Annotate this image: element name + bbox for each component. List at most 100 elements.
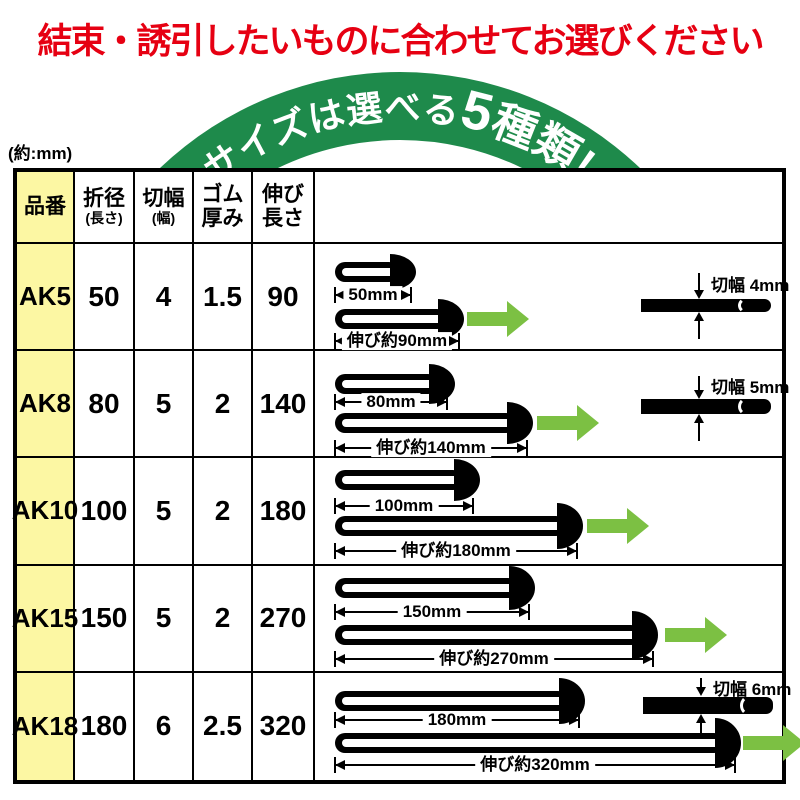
part-number-cell: AK18: [12, 672, 78, 780]
diagram-cell: 180mm 伸び約320mm 切幅 6mm: [315, 673, 800, 780]
dimension-tick: [334, 543, 336, 560]
dimension-label: 伸び約270mm: [434, 649, 554, 668]
dimension-tick: [334, 650, 336, 667]
dimension-label: 伸び約180mm: [396, 542, 516, 561]
fold-diameter-cell: 180: [75, 672, 135, 780]
stretch-arrow-icon: [743, 724, 800, 761]
band-knob: [507, 402, 533, 445]
part-number-cell: AK10: [12, 458, 78, 566]
fold-diameter-cell: 50: [75, 244, 135, 352]
col-header-part-number: 品番: [17, 172, 75, 244]
dimension-label: 50mm: [343, 286, 403, 304]
dimension-tick: [528, 603, 530, 620]
thickness-cell: 2.5: [194, 672, 253, 780]
fold-diameter-cell: 80: [75, 351, 135, 459]
dimension-tick: [576, 543, 578, 560]
thickness-cell: 2: [194, 565, 253, 673]
cut-width-cell: 5: [135, 565, 194, 673]
dimension-tick: [526, 440, 528, 457]
arc-shape: [160, 72, 640, 168]
band-loop: [335, 374, 438, 395]
band-knob: [632, 610, 658, 659]
dimension-arrow: 伸び約180mm: [334, 542, 578, 561]
col-header-label: 切幅: [142, 187, 185, 211]
col-header-label: ゴム: [201, 183, 244, 207]
rubber-band-stretched: [335, 610, 658, 659]
arrow-down-icon: [694, 273, 704, 299]
dimension-arrow: 180mm: [334, 711, 580, 729]
dimension-tick: [334, 440, 336, 457]
cut-width-cell: 5: [135, 351, 194, 459]
col-header-rubber-thickness: ゴム 厚み: [194, 172, 253, 244]
stretch-arrow-icon: [467, 301, 529, 337]
dimension-label: 180mm: [422, 711, 492, 729]
cut-width-label: 切幅 6mm: [713, 679, 792, 699]
dimension-tick: [334, 498, 336, 515]
stretch-arrow-icon: [537, 405, 599, 442]
stretch-arrow-icon: [587, 508, 649, 545]
rubber-band-folded: [335, 565, 535, 610]
size-table: 品番 折径 (長さ) 切幅 (幅) ゴム 厚み 伸び 長さ AK5 50 4 1…: [12, 168, 800, 784]
dimension-label: 150mm: [397, 602, 467, 621]
cut-width-widget: 切幅 5mm: [641, 351, 789, 456]
dimension-label: 伸び約140mm: [371, 439, 491, 458]
stretch-length-cell: 140: [253, 351, 315, 459]
dimension-arrow: 伸び約90mm: [334, 332, 460, 350]
part-number-cell: AK5: [17, 244, 75, 352]
cut-width-cell: 5: [135, 458, 194, 566]
col-header-sublabel: (幅): [151, 209, 176, 226]
band-loop: [335, 309, 447, 329]
cut-width-bar: [643, 694, 773, 716]
cut-width-cell: 6: [135, 672, 194, 780]
col-header-stretch-length: 伸び 長さ: [253, 172, 315, 244]
dimension-tick: [472, 498, 474, 515]
diagram-cell: 150mm 伸び約270mm: [315, 565, 782, 673]
band-loop: [335, 577, 518, 598]
stretch-length-cell: 180: [253, 458, 315, 566]
cut-width-label: 切幅 4mm: [711, 276, 790, 295]
band-loop: [335, 470, 463, 491]
dimension-tick: [652, 650, 654, 667]
dimension-label: 80mm: [361, 393, 421, 412]
fold-diameter-cell: 150: [75, 565, 135, 673]
stretch-arrow-icon: [665, 616, 727, 653]
fold-diameter-cell: 100: [75, 458, 135, 566]
col-header-diagram: [315, 172, 782, 244]
diagram-cell: 100mm 伸び約180mm: [315, 458, 782, 566]
dimension-tick: [734, 756, 736, 773]
dimension-tick: [458, 333, 460, 349]
cut-width-bar: [641, 297, 771, 314]
rubber-band-stretched: [335, 402, 533, 445]
rubber-band-folded: [335, 459, 480, 502]
cut-width-bar: [641, 397, 771, 417]
dimension-label: 伸び約90mm: [341, 332, 453, 350]
stretch-length-cell: 90: [253, 244, 315, 352]
band-loop: [335, 732, 724, 753]
arrow-down-icon: [694, 376, 704, 400]
stretch-length-cell: 320: [253, 672, 315, 780]
col-header-label2: 厚み: [201, 207, 244, 230]
stretch-length-cell: 270: [253, 565, 315, 673]
cut-width-widget: 切幅 4mm: [641, 244, 789, 349]
diagram-cell: 50mm 伸び約90mm 切幅 4mm: [315, 244, 789, 352]
dimension-tick: [334, 287, 336, 303]
band-loop: [335, 262, 399, 282]
rubber-band-folded: [335, 364, 455, 405]
dimension-tick: [334, 711, 336, 728]
rubber-band-stretched: [335, 503, 583, 550]
thickness-cell: 2: [194, 351, 253, 459]
dimension-tick: [578, 711, 580, 728]
part-number-cell: AK8: [17, 351, 75, 459]
rubber-band-folded: [335, 254, 416, 290]
dimension-arrow: 100mm: [334, 497, 474, 516]
band-loop: [335, 624, 641, 645]
thickness-cell: 2: [194, 458, 253, 566]
arrow-up-icon: [694, 414, 704, 442]
dimension-tick: [334, 333, 336, 349]
arrow-down-icon: [696, 677, 706, 696]
dimension-arrow: 150mm: [334, 602, 530, 621]
dimension-arrow: 50mm: [334, 286, 412, 304]
col-header-label: 品番: [24, 195, 66, 219]
dimension-arrow: 伸び約270mm: [334, 649, 654, 668]
